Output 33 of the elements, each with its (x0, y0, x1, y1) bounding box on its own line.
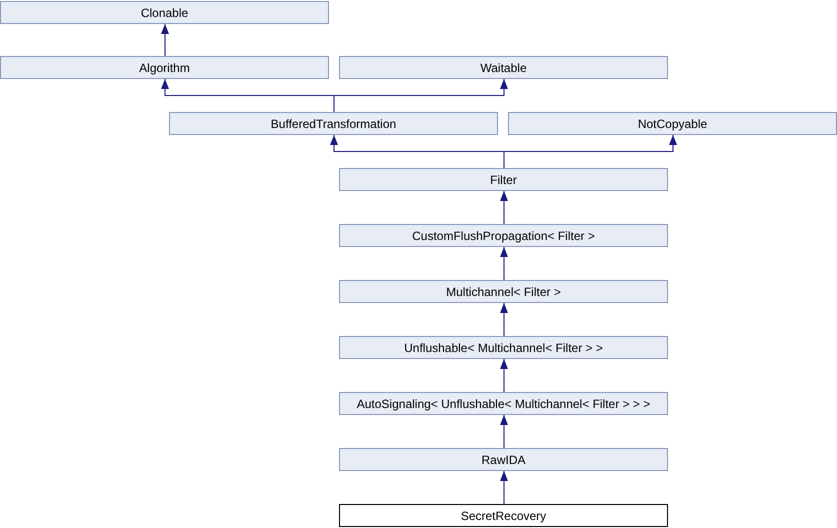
class-box (339, 336, 668, 359)
inheritance-arrow (500, 190, 508, 224)
class-box (169, 112, 498, 135)
class-box (339, 448, 668, 471)
class-box (339, 56, 668, 79)
class-name: AutoSignaling< Unflushable< Multichannel< Filter > > > (356, 396, 650, 410)
class-box (339, 392, 668, 415)
class-box (508, 112, 837, 135)
inheritance-arrow (334, 78, 508, 112)
class-box (0, 56, 329, 79)
class-name: Algorithm (139, 60, 190, 74)
class-name: Multichannel< Filter > (446, 284, 561, 298)
class-box (339, 224, 668, 247)
class-box (339, 168, 668, 191)
inheritance-arrow (500, 470, 508, 504)
class-name: CustomFlushPropagation< Filter > (412, 228, 595, 242)
inheritance-arrow (500, 414, 508, 448)
class-name: SecretRecovery (460, 508, 546, 522)
class-name: BufferedTransformation (270, 116, 396, 130)
class-name: RawIDA (481, 452, 526, 466)
class-box (0, 1, 329, 24)
class-box (339, 280, 668, 303)
class-name: Unflushable< Multichannel< Filter > > (404, 340, 603, 354)
class-name: Clonable (140, 6, 188, 20)
class-name: Filter (490, 172, 517, 186)
inheritance-arrow (504, 134, 677, 168)
inheritance-arrow (500, 358, 508, 392)
inheritance-arrow (500, 302, 508, 336)
class-name: NotCopyable (638, 116, 708, 130)
inheritance-arrow (161, 24, 169, 56)
class-box (339, 504, 668, 527)
inheritance-arrow (500, 246, 508, 280)
class-name: Waitable (480, 60, 527, 74)
